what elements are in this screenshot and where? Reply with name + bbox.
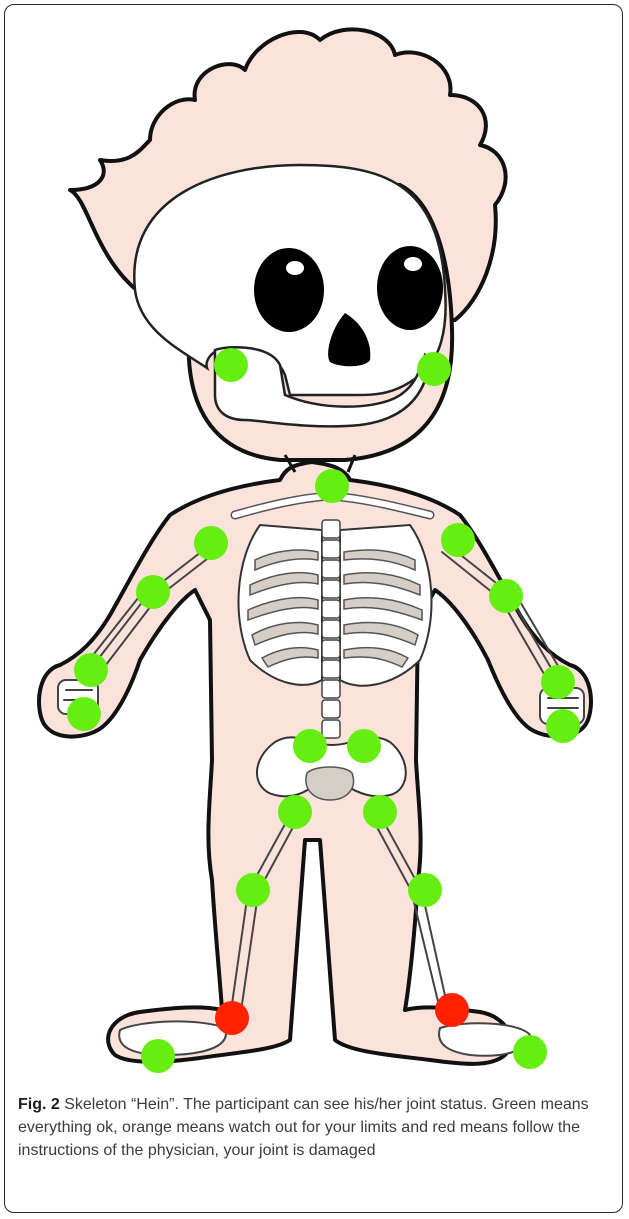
figure-caption: Fig. 2 Skeleton “Hein”. The participant … bbox=[18, 1093, 614, 1162]
figure-caption-text: Skeleton “Hein”. The participant can see… bbox=[18, 1096, 589, 1159]
figure-label: Fig. 2 bbox=[18, 1096, 60, 1113]
joint-left-ankle bbox=[435, 993, 469, 1027]
joint-left-shoulder bbox=[441, 523, 475, 557]
joint-left-foot bbox=[513, 1035, 547, 1069]
joint-right-hand bbox=[67, 697, 101, 731]
joint-left-elbow bbox=[489, 579, 523, 613]
joint-right-elbow bbox=[136, 575, 170, 609]
joint-right-ankle bbox=[215, 1001, 249, 1035]
joint-right-knee bbox=[236, 873, 270, 907]
spine bbox=[322, 520, 340, 738]
pelvis bbox=[257, 737, 406, 800]
skeleton-hein-illustration bbox=[0, 0, 629, 1080]
joint-right-foot bbox=[141, 1039, 175, 1073]
joint-left-hand bbox=[546, 709, 580, 743]
joint-right-jaw bbox=[214, 348, 248, 382]
joint-left-hip bbox=[363, 795, 397, 829]
joint-left-sacroiliac bbox=[347, 729, 381, 763]
joint-neck bbox=[315, 469, 349, 503]
joint-right-wrist bbox=[74, 653, 108, 687]
joint-right-sacroiliac bbox=[293, 729, 327, 763]
joint-left-jaw bbox=[417, 352, 451, 386]
joint-left-wrist bbox=[541, 665, 575, 699]
joint-left-knee bbox=[408, 873, 442, 907]
skull bbox=[134, 165, 445, 426]
joint-right-shoulder bbox=[194, 526, 228, 560]
left-eye-socket bbox=[254, 248, 324, 332]
joint-right-hip bbox=[278, 795, 312, 829]
